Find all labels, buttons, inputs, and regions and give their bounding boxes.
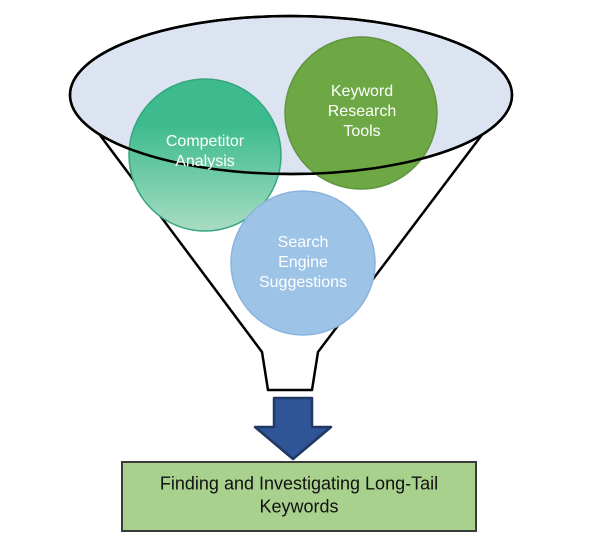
down-arrow-icon (253, 396, 333, 461)
result-box-rect (121, 461, 477, 532)
funnel-rim-overlay (68, 14, 514, 176)
circle-search-engine-suggestions (230, 190, 376, 336)
circle-competitor-analysis (128, 78, 282, 232)
circle-keyword-research-tools (284, 36, 438, 190)
